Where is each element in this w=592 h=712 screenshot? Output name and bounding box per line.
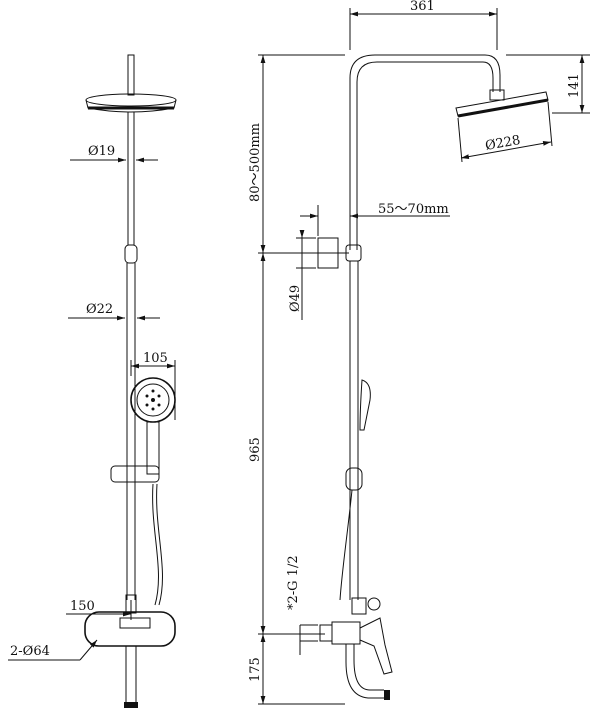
side-spout-tip xyxy=(384,690,390,700)
side-pipe-clamp xyxy=(345,244,362,262)
side-hose xyxy=(339,489,353,601)
side-dimensions: 361 141 Ø228 80～500mm 55～70mm Ø49 965 xyxy=(248,0,590,705)
side-slider xyxy=(345,467,363,491)
dim-column-height: 965 xyxy=(248,437,263,462)
dim-adjustable-length: 80～500mm xyxy=(248,123,263,202)
dim-escutcheons: 2-Ø64 xyxy=(10,644,50,659)
front-hand-shower-nozzles xyxy=(145,389,161,411)
front-view xyxy=(84,54,177,708)
front-hand-shower-handle xyxy=(146,421,160,475)
side-diverter xyxy=(351,597,367,615)
side-hand-shower xyxy=(359,379,371,431)
front-pipe-joint xyxy=(124,244,138,264)
side-mixer-body xyxy=(331,621,361,645)
side-view xyxy=(317,54,549,700)
side-spout-outer xyxy=(345,644,384,699)
side-mixer-lever xyxy=(359,617,393,675)
dim-head-drop: 141 xyxy=(567,73,582,98)
dim-bracket-diameter: Ø49 xyxy=(288,285,303,312)
dim-arm-pipe-diameter: Ø19 xyxy=(88,144,115,159)
dim-head-diameter: Ø228 xyxy=(484,133,522,154)
front-slider-bracket xyxy=(110,465,160,483)
side-arm-inner xyxy=(356,61,494,250)
front-rain-head-top xyxy=(85,93,177,107)
front-hose-outer xyxy=(152,483,159,606)
dim-spout-height: 175 xyxy=(248,657,263,682)
side-wall-connector xyxy=(319,624,333,642)
dim-bracket-offset: 55～70mm xyxy=(378,202,449,217)
side-head-connector xyxy=(489,89,505,101)
dim-thread: *2-G 1/2 xyxy=(286,555,301,610)
front-hose-inner xyxy=(156,483,163,606)
front-spout xyxy=(125,645,137,705)
side-spout-inner xyxy=(353,644,384,691)
front-mixer-lever xyxy=(119,617,151,629)
front-mixer-body xyxy=(84,611,176,647)
front-dimensions: Ø19 Ø22 105 150 2-Ø64 xyxy=(8,144,176,661)
front-spout-tip xyxy=(124,702,138,708)
front-top-stub xyxy=(127,54,135,96)
dim-mixer-centers: 150 xyxy=(70,599,95,614)
dim-handshower-diameter: 105 xyxy=(143,351,168,366)
dim-main-pipe-diameter: Ø22 xyxy=(86,302,113,317)
dim-top-width: 361 xyxy=(410,0,435,14)
side-arm-outer xyxy=(349,54,501,250)
